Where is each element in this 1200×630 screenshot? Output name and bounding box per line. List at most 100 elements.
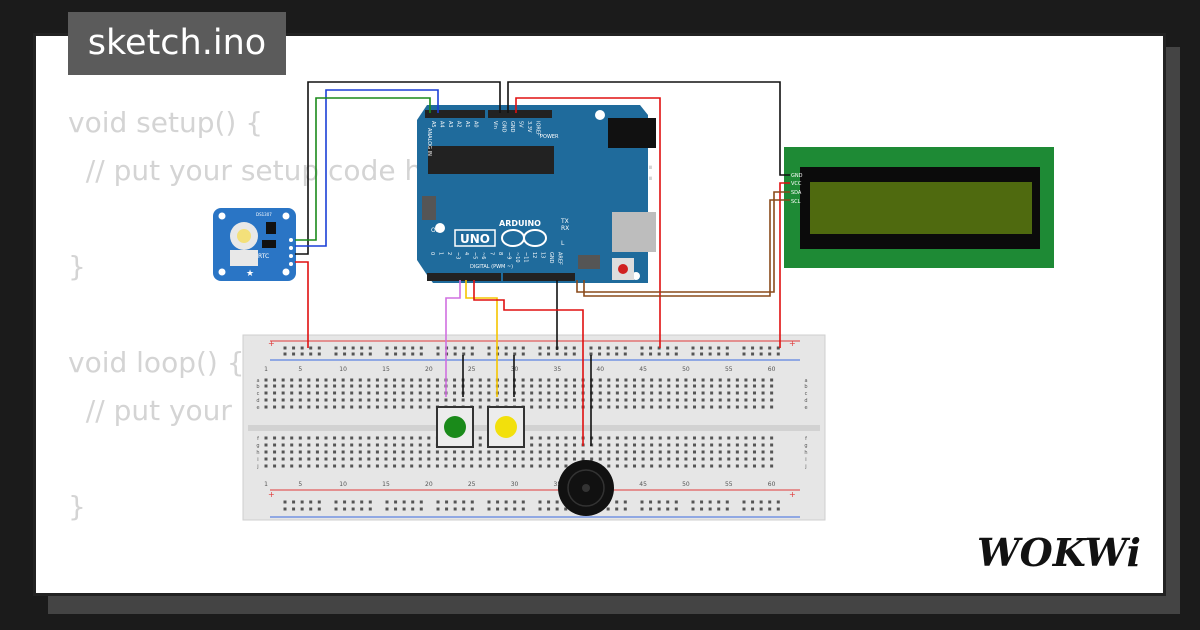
row-letter: b: [256, 384, 259, 390]
column-number: 25: [468, 366, 476, 373]
rail-plus-label-right: +: [789, 339, 796, 348]
wire-rtc-vcc-red: [295, 261, 309, 348]
lcd-display[interactable]: GND VCC SDA SCL: [784, 147, 1054, 268]
pin-label: A4: [439, 121, 445, 128]
pin-label: 7: [489, 252, 495, 255]
wokwi-logo-text: WOKWi: [977, 530, 1141, 575]
pin-label: GND: [501, 121, 507, 133]
column-number: 20: [425, 481, 433, 488]
pin-label: 13: [540, 252, 546, 258]
row-letter: j: [256, 464, 258, 470]
pin-label: 2: [446, 252, 452, 255]
row-letter: h: [804, 450, 807, 456]
rtc-module[interactable]: RTC DS1307 ★: [213, 208, 296, 281]
pin-label: ~9: [506, 252, 512, 259]
pin-label: 8: [497, 252, 503, 255]
pin-label: ~5: [472, 252, 478, 259]
lcd-pin-sda: SDA: [791, 190, 802, 196]
column-number: 15: [382, 366, 390, 373]
arduino-uno[interactable]: UNO ARDUINO ON TX RX L ANALOG IN POWER D…: [417, 105, 656, 283]
wire-rtc-sda-blue: [295, 89, 439, 247]
push-button-green[interactable]: [436, 406, 474, 448]
column-number: 60: [768, 366, 776, 373]
column-number: 35: [554, 366, 562, 373]
wire-rtc-gnd-black: [295, 81, 501, 255]
column-number: 35: [554, 481, 562, 488]
column-number: 5: [298, 366, 302, 373]
wire-button-green-violet: [445, 280, 461, 397]
wire-button-yellow-yellow: [465, 280, 498, 397]
piezo-buzzer[interactable]: [558, 460, 614, 516]
pin-label: 4: [463, 252, 469, 255]
pin-label: ~6: [480, 252, 486, 259]
column-number: 20: [425, 366, 433, 373]
code-line-4: void loop() {: [68, 346, 245, 379]
lcd-pin-vcc: VCC: [791, 181, 802, 187]
wire-rtc-scl-green: [295, 97, 431, 241]
column-number: 55: [725, 366, 733, 373]
pin-label: A5: [430, 121, 436, 128]
row-letter: i: [257, 457, 258, 463]
digital-label: DIGITAL (PWM ~): [470, 264, 513, 270]
pin-label: IOREF: [535, 121, 541, 136]
wires: [295, 81, 790, 446]
pin-label: Vin: [492, 121, 498, 129]
wire-lcd-gnd-black: [507, 81, 790, 176]
row-letter: f: [805, 436, 807, 442]
breadboard[interactable]: 1155101015152020252530303535404045455050…: [242, 334, 826, 521]
l-label: L: [561, 240, 565, 247]
row-letter: h: [256, 450, 259, 456]
pin-label: ~3: [455, 252, 461, 259]
board-name: UNO: [460, 232, 490, 246]
column-number: 60: [768, 481, 776, 488]
column-number: 15: [382, 481, 390, 488]
lcd-pin-scl: SCL: [791, 199, 801, 205]
pin-label: A2: [456, 121, 462, 128]
pin-label: A1: [464, 121, 470, 128]
rail-plus-label-bottom: +: [268, 490, 275, 499]
push-button-yellow[interactable]: [487, 406, 525, 448]
column-number: 55: [725, 481, 733, 488]
analog-label: ANALOG IN: [426, 128, 432, 156]
arduino-logo: [501, 229, 547, 247]
row-letter: j: [804, 464, 806, 470]
row-letter: e: [804, 405, 807, 411]
row-letter: a: [256, 378, 259, 384]
row-letter: d: [804, 398, 807, 404]
column-number: 40: [596, 366, 604, 373]
row-letter: g: [256, 443, 259, 449]
pin-label: 0: [429, 252, 435, 255]
row-letter: i: [805, 457, 806, 463]
code-line-1: void setup() {: [68, 106, 264, 139]
row-letter: b: [804, 384, 807, 390]
column-number: 50: [682, 366, 690, 373]
wire-5v-red: [515, 97, 661, 348]
star-logo-icon: ★: [246, 269, 254, 279]
rail-plus-label-bottom-right: +: [789, 490, 796, 499]
wokwi-logo: WOKWi: [977, 530, 1141, 575]
column-number: 5: [298, 481, 302, 488]
pin-label: 12: [531, 252, 537, 258]
column-number: 30: [511, 481, 519, 488]
code-line-3: }: [68, 250, 86, 283]
pin-label: 1: [438, 252, 444, 255]
column-number: 45: [639, 366, 647, 373]
power-label: POWER: [540, 134, 559, 140]
pin-label: ~11: [523, 252, 529, 263]
file-title: sketch.ino: [68, 12, 286, 75]
row-letter: d: [256, 398, 259, 404]
board-brand: ARDUINO: [499, 219, 541, 228]
pin-label: 3.3V: [526, 121, 532, 133]
row-letter: f: [257, 436, 259, 442]
pin-label: AREF: [557, 252, 563, 265]
row-letter: a: [804, 378, 807, 384]
tx-label: TX: [560, 218, 569, 225]
pin-label: A0: [473, 121, 479, 128]
rtc-label: RTC: [258, 253, 269, 260]
wire-lcd-scl-brown: [583, 199, 790, 297]
pin-label: ~10: [514, 252, 520, 263]
